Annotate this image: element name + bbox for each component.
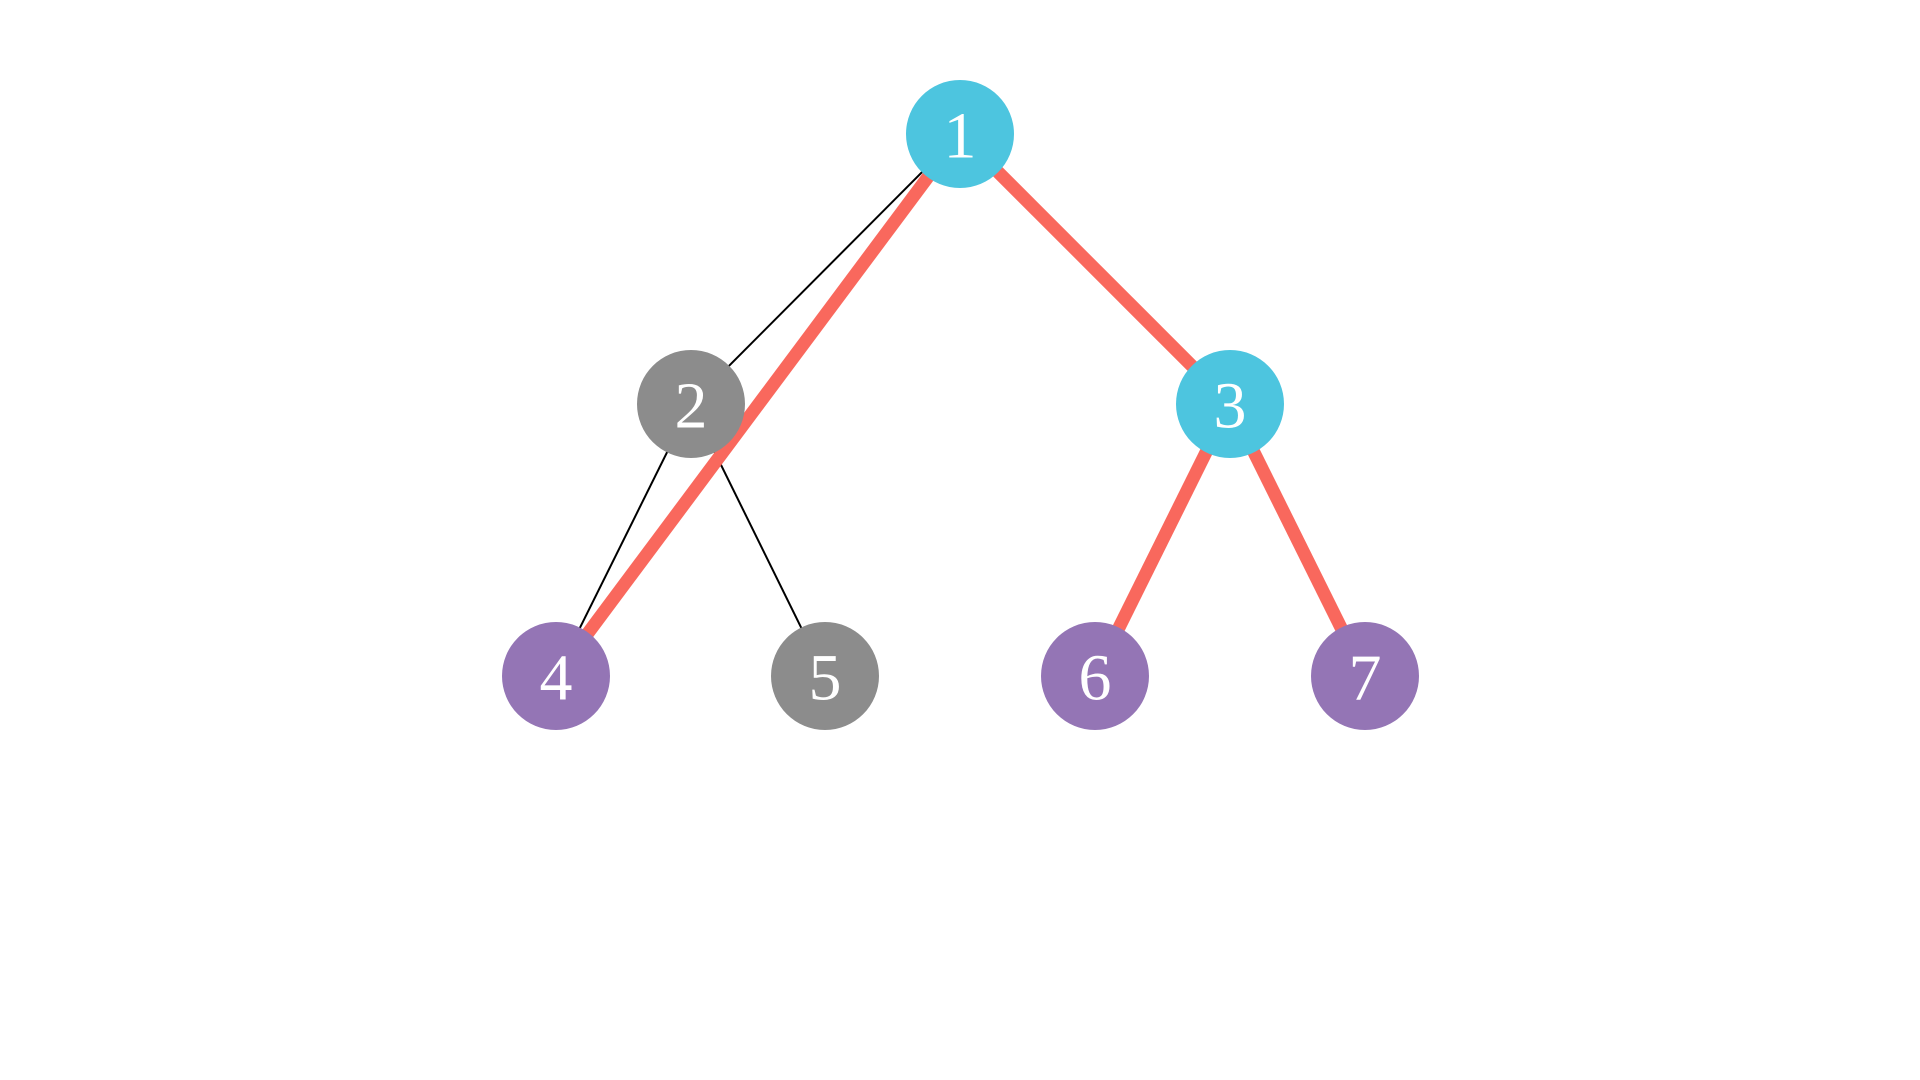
node-5	[771, 622, 879, 730]
edge-1-2-thin	[690, 133, 961, 405]
edge-1-3-thick	[955, 129, 1235, 409]
node-2	[637, 350, 745, 458]
node-1	[906, 80, 1014, 188]
node-3	[1176, 350, 1284, 458]
node-7	[1311, 622, 1419, 730]
edge-1-4-thick	[550, 130, 966, 680]
node-4	[502, 622, 610, 730]
node-6	[1041, 622, 1149, 730]
